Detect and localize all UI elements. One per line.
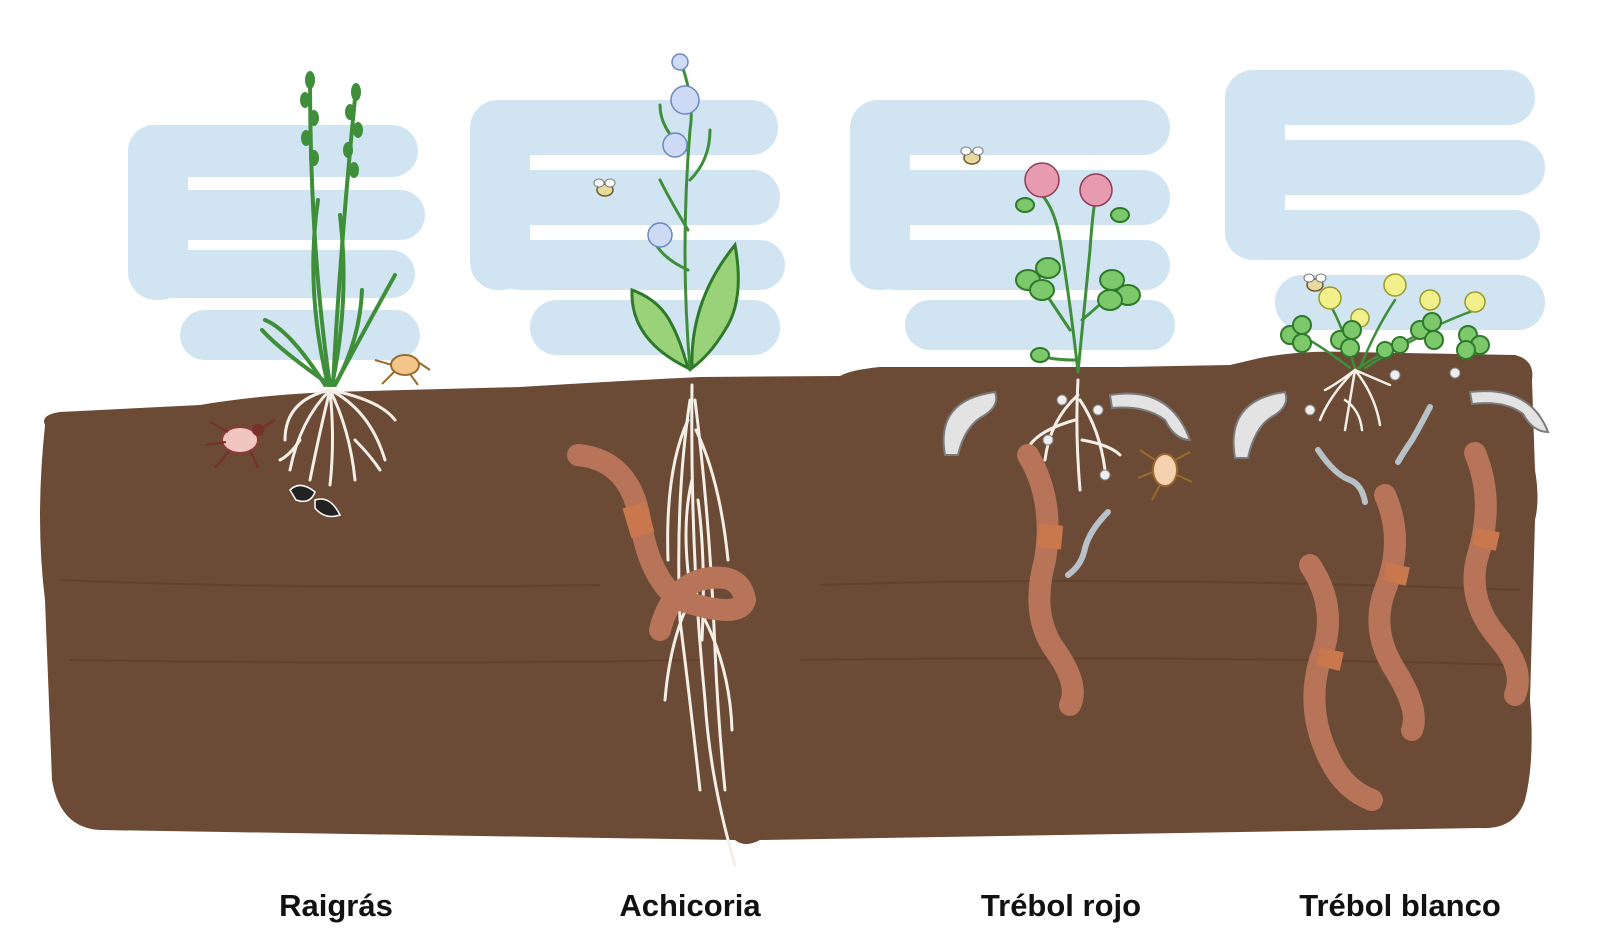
earthworm-band [634,505,643,535]
label-trebol-rojo: Trébol rojo [981,888,1141,924]
earthworm-band [1049,525,1051,548]
sky-band-trebol-rojo [850,100,1175,350]
label-achicoria: Achicoria [619,888,760,924]
label-raigras: Raigrás [279,888,393,924]
label-trebol-blanco: Trébol blanco [1299,888,1501,924]
sky-band-achicoria [470,100,785,355]
